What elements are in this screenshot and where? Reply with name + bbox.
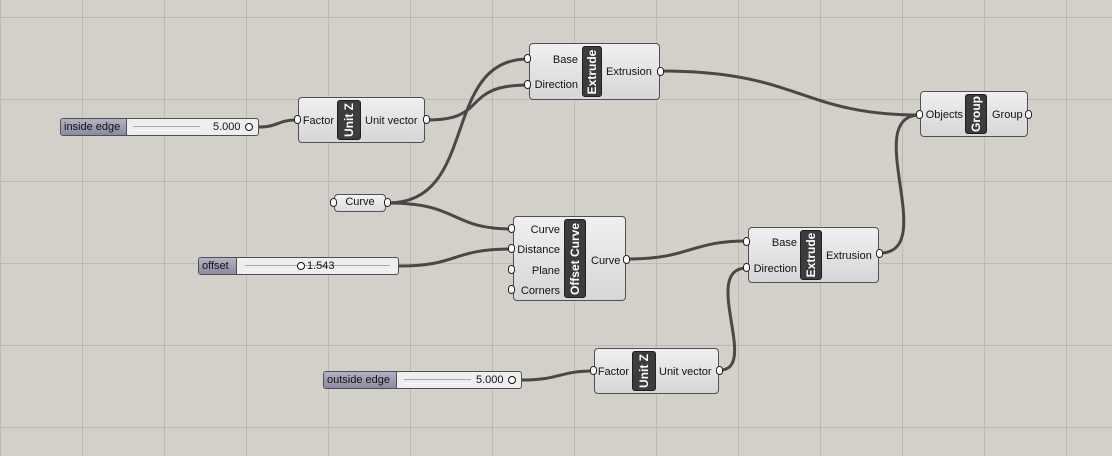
input-base[interactable]: Base (552, 54, 578, 66)
input-plane[interactable]: Plane (531, 265, 560, 277)
slider-value: 5.000 (213, 121, 241, 133)
output-extrusion[interactable]: Extrusion (606, 66, 652, 78)
wire-unitz-to-extrude-direction[interactable] (426, 83, 530, 122)
slider-track[interactable] (133, 126, 200, 131)
curve-param-output-grip[interactable] (384, 198, 391, 207)
unit-z-bottom-output-grip[interactable] (716, 366, 723, 375)
offset-curve-distance-grip[interactable] (508, 244, 515, 253)
inside-edge-slider[interactable]: inside edge 5.000 (60, 118, 259, 136)
wire-extrusion-to-group[interactable] (659, 69, 922, 117)
wire-offset-slider-to-distance[interactable] (397, 247, 514, 268)
wire-offset-curve-to-extrude-base[interactable] (626, 239, 749, 261)
output-unit-vector[interactable]: Unit vector (659, 366, 712, 378)
extrude-nickname: Extrude (582, 46, 602, 97)
output-extrusion[interactable]: Extrusion (826, 250, 872, 262)
input-factor[interactable]: Factor (302, 115, 334, 127)
slider-label: inside edge (61, 119, 127, 135)
offset-slider[interactable]: offset 1.543 (198, 257, 399, 275)
offset-curve-corners-grip[interactable] (508, 285, 515, 294)
offset-curve-plane-grip[interactable] (508, 265, 515, 274)
wire-inside-edge-to-unitz[interactable] (257, 118, 298, 129)
output-curve[interactable]: Curve (591, 255, 621, 267)
unit-z-bottom-input-grip[interactable] (590, 366, 597, 375)
input-distance[interactable]: Distance (517, 244, 560, 256)
slider-track[interactable] (404, 379, 471, 384)
input-factor[interactable]: Factor (597, 366, 629, 378)
slider-knob[interactable] (508, 376, 516, 384)
extrude-bottom-output-grip[interactable] (876, 249, 883, 258)
curve-param-input-grip[interactable] (330, 198, 337, 207)
outside-edge-slider[interactable]: outside edge 5.000 (323, 371, 522, 389)
slider-track[interactable] (245, 265, 390, 270)
extrude-nickname: Extrude (800, 230, 822, 280)
output-group[interactable]: Group (992, 109, 1023, 121)
output-unit-vector[interactable]: Unit vector (365, 115, 418, 127)
unit-z-top-output-grip[interactable] (423, 115, 430, 124)
input-direction[interactable]: Direction (534, 79, 578, 91)
slider-label: outside edge (324, 372, 397, 388)
wire-outside-edge-to-unitz[interactable] (520, 369, 594, 382)
unit-z-nickname: Unit Z (632, 351, 656, 391)
wire-extrusion-bottom-to-group[interactable] (878, 113, 922, 255)
group-output-grip[interactable] (1025, 110, 1032, 119)
input-direction[interactable]: Direction (753, 263, 797, 275)
offset-curve-curve-grip[interactable] (508, 224, 515, 233)
extrude-component-bottom[interactable]: Base Direction Extrude Extrusion (748, 227, 879, 283)
wire-curve-to-offset-curve[interactable] (386, 201, 514, 231)
slider-knob[interactable] (297, 262, 305, 270)
input-base[interactable]: Base (771, 237, 797, 249)
offset-curve-nickname: Offset Curve (564, 219, 586, 298)
extrude-bottom-direction-grip[interactable] (743, 263, 750, 272)
wire-unitz-bottom-to-extrude-direction[interactable] (718, 266, 749, 372)
slider-value: 5.000 (476, 374, 504, 386)
unit-z-component-top[interactable]: Factor Unit Z Unit vector (298, 97, 425, 143)
slider-knob[interactable] (245, 123, 253, 131)
wire-curve-to-extrude-base[interactable] (386, 57, 530, 205)
extrude-component-top[interactable]: Base Direction Extrude Extrusion (529, 43, 660, 100)
extrude-top-direction-grip[interactable] (524, 80, 531, 89)
slider-label: offset (199, 258, 237, 274)
unit-z-component-bottom[interactable]: Factor Unit Z Unit vector (594, 348, 719, 394)
unit-z-top-input-grip[interactable] (294, 115, 301, 124)
extrude-bottom-base-grip[interactable] (743, 237, 750, 246)
unit-z-nickname: Unit Z (337, 100, 361, 140)
group-nickname: Group (965, 94, 987, 134)
offset-curve-output-grip[interactable] (623, 255, 630, 264)
input-corners[interactable]: Corners (520, 285, 560, 297)
group-input-grip[interactable] (916, 110, 923, 119)
curve-param-label: Curve (345, 196, 375, 208)
input-curve[interactable]: Curve (530, 224, 560, 236)
input-objects[interactable]: Objects (925, 109, 963, 121)
slider-value: 1.543 (307, 260, 335, 272)
group-component[interactable]: Objects Group Group (920, 91, 1028, 137)
offset-curve-component[interactable]: Curve Distance Plane Corners Offset Curv… (513, 216, 626, 301)
curve-param[interactable]: Curve (334, 194, 386, 212)
extrude-top-base-grip[interactable] (524, 54, 531, 63)
extrude-top-output-grip[interactable] (657, 67, 664, 76)
